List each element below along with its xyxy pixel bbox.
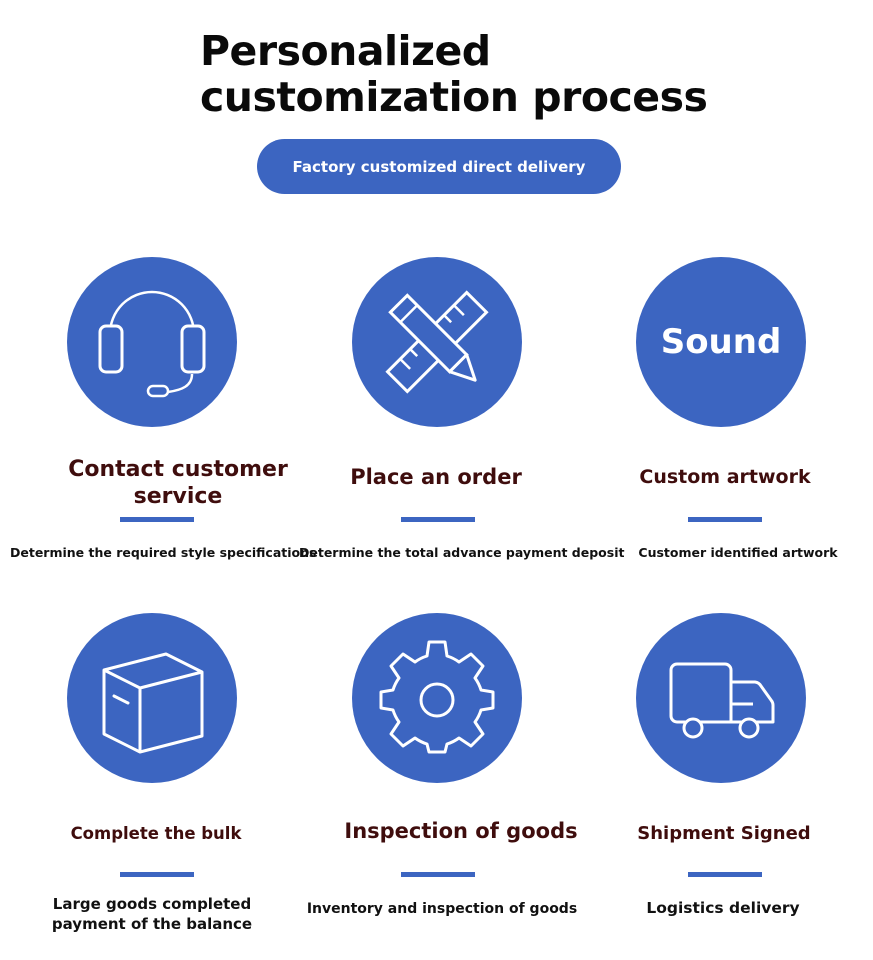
step-3-title: Custom artwork — [639, 466, 811, 488]
step-1-title: Contact customer service — [68, 457, 288, 509]
factory-delivery-badge: Factory customized direct delivery — [257, 139, 621, 194]
step-4-circle — [67, 613, 237, 783]
step-6-description: Logistics delivery — [646, 899, 800, 917]
step-3-divider — [688, 517, 762, 522]
page-title: Personalized customization process — [200, 28, 800, 120]
step-1-description: Determine the required style specificati… — [10, 545, 317, 560]
truck-icon — [669, 662, 775, 739]
title-line-2: customization process — [200, 73, 708, 121]
step-6-title: Shipment Signed — [637, 823, 811, 844]
pencil-ruler-icon — [385, 290, 489, 394]
step-5-divider — [401, 872, 475, 877]
step-4-description: Large goods completed payment of the bal… — [51, 895, 253, 933]
box-icon — [102, 652, 204, 754]
title-line-1: Personalized — [200, 27, 491, 75]
step-1-divider — [120, 517, 194, 522]
step-1-circle — [67, 257, 237, 427]
step-3-description: Customer identified artwork — [638, 545, 838, 560]
step-2-circle — [352, 257, 522, 427]
step-3-icon-text: Sound — [660, 322, 782, 362]
gear-icon — [379, 640, 495, 754]
step-6-circle — [636, 613, 806, 783]
step-2-divider — [401, 517, 475, 522]
step-5-title: Inspection of goods — [344, 819, 578, 843]
step-4-divider — [120, 872, 194, 877]
headset-icon — [98, 290, 206, 398]
step-3-circle: Sound — [636, 257, 806, 427]
step-4-title: Complete the bulk — [70, 824, 242, 843]
badge-label: Factory customized direct delivery — [292, 157, 586, 176]
step-5-circle — [352, 613, 522, 783]
step-6-divider — [688, 872, 762, 877]
step-5-description: Inventory and inspection of goods — [306, 901, 578, 917]
step-2-title: Place an order — [350, 465, 522, 489]
step-2-description: Determine the total advance payment depo… — [299, 545, 625, 560]
